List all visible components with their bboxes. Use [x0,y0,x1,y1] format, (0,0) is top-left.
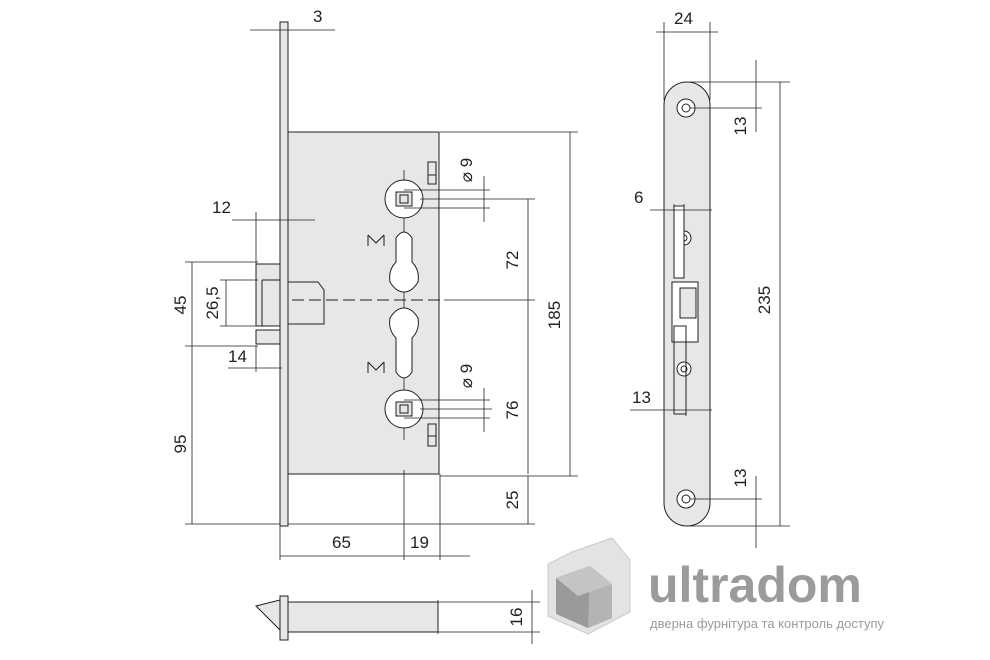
brand-name: ultradom [648,557,862,613]
dim-latch-inner: 26,5 [203,286,222,319]
brand-logo: ultradom дверна фурнітура та контроль до… [547,537,885,635]
bottom-view: 16 [255,590,540,644]
dim-faceplate-length: 235 [755,286,774,314]
dim-latch-offset: 12 [212,198,231,217]
dim-side-width: 24 [674,9,693,28]
logo-cube-icon [547,537,631,635]
dim-latch-height: 45 [171,296,190,315]
dim-side-mid: 13 [632,388,651,407]
side-view-dimensions: 24 13 235 6 13 13 [630,9,790,548]
dim-latch-projection: 14 [228,347,247,366]
dim-side-bottom-margin: 13 [731,469,750,488]
dim-bottom-view-thickness: 16 [507,608,526,627]
dim-screw-diameter-top: ⌀ 9 [457,158,476,182]
dim-bottom-to-latch: 95 [171,435,190,454]
dim-backset: 65 [332,533,351,552]
dim-case-height: 185 [545,301,564,329]
front-view [255,21,444,560]
dim-side-top-margin: 13 [731,117,750,136]
dim-side-slot: 6 [634,188,643,207]
dim-case-bottom: 25 [503,491,522,510]
dim-screw-diameter-bottom: ⌀ 9 [457,364,476,388]
dim-faceplate-thickness: 3 [313,7,322,26]
deadbolt [255,329,281,345]
upper-cylinder-cutout [389,231,419,293]
side-view [663,81,711,527]
brand-tagline: дверна фурнітура та контроль доступу [650,616,885,631]
latch-bolt [255,263,281,327]
lower-cylinder-cutout [389,307,419,379]
dim-spindle-upper: 72 [503,251,522,270]
dim-cylinder-offset: 19 [410,533,429,552]
front-view-dimensions: 3 12 45 26,5 14 95 65 19 ⌀ 9 [171,7,578,560]
dim-spindle-lower: 76 [503,401,522,420]
faceplate-front [279,21,289,527]
